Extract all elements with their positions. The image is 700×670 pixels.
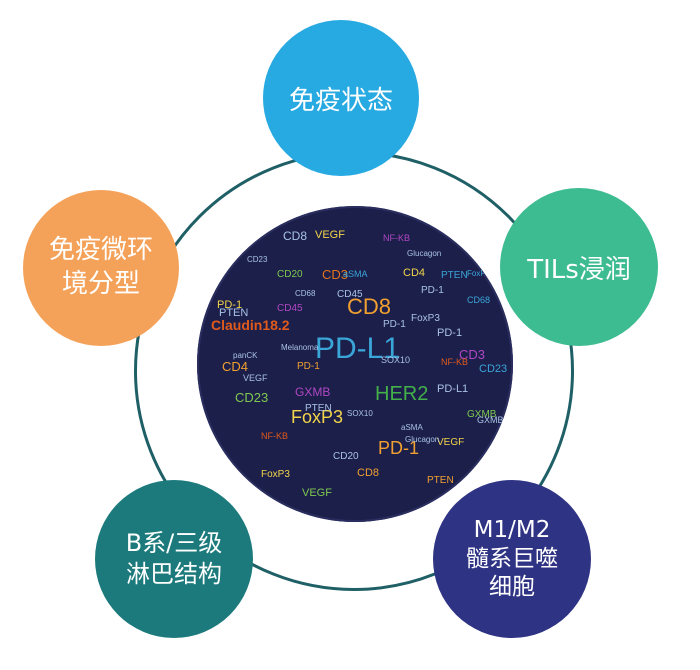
word-cloud-term: VEGF <box>302 487 332 499</box>
word-cloud-term: CD3 <box>322 267 349 282</box>
word-cloud-term: CD23 <box>247 255 268 264</box>
word-cloud-term: HER2 <box>375 383 429 405</box>
word-cloud-term: NF-KB <box>261 431 288 441</box>
word-cloud-term: FoxP3 <box>261 469 290 480</box>
word-cloud-term: aSMA <box>401 423 423 432</box>
word-cloud-term: FoxP3 <box>291 407 344 427</box>
word-cloud-term: PD-L1 <box>315 332 401 365</box>
node-b-cell-tls-label: B系/三级 淋巴结构 <box>125 528 223 588</box>
word-cloud-term: CD45 <box>277 303 303 314</box>
word-cloud-term: CD8 <box>283 229 308 243</box>
word-cloud-term: Claudin18.2 <box>211 317 290 333</box>
word-cloud-term: CD23 <box>235 390 269 405</box>
word-cloud-term: aSMA <box>343 269 368 279</box>
word-cloud-term: PTEN <box>305 403 332 414</box>
word-cloud-term: CD8 <box>347 294 392 319</box>
word-cloud-term: PTEN <box>219 307 249 319</box>
node-m1-m2-macrophages-label: M1/M2 髓系巨噬 细胞 <box>466 516 558 601</box>
word-cloud-term: PTEN <box>441 270 468 281</box>
word-cloud-term: GXMB <box>467 409 497 420</box>
node-tils-infiltration-label: TILs浸润 <box>527 254 631 285</box>
word-cloud-term: CD23 <box>479 363 508 375</box>
node-m1-m2-macrophages: M1/M2 髓系巨噬 细胞 <box>433 480 591 638</box>
word-cloud-term: CD4 <box>222 359 249 374</box>
word-cloud-term: CD20 <box>333 451 359 462</box>
word-cloud-term: VEGF <box>243 373 268 383</box>
node-microenvironment-typing-label: 免疫微环 境分型 <box>48 235 153 299</box>
node-immune-status: 免疫状态 <box>263 20 419 176</box>
word-cloud-term: Glucagon <box>407 249 442 258</box>
word-cloud-term: panCK <box>233 351 258 360</box>
word-cloud-term: PD-L1 <box>463 239 486 248</box>
node-immune-status-label: 免疫状态 <box>288 85 393 116</box>
word-cloud-term: PD-1 <box>378 438 420 458</box>
word-cloud-term: Glucagon <box>405 435 440 444</box>
word-cloud-term: GXMB <box>477 415 504 425</box>
word-cloud-term: PD-1 <box>437 327 463 339</box>
word-cloud-term: PTEN <box>427 475 454 486</box>
word-cloud-term: NF-KB <box>441 357 468 367</box>
word-cloud-term: CD3 <box>459 347 486 362</box>
word-cloud-term: PD-1 <box>217 299 243 311</box>
word-cloud-term: Melanoma <box>281 343 319 352</box>
word-cloud-term: CD68 <box>295 289 316 298</box>
node-tils-infiltration: TILs浸润 <box>500 188 658 346</box>
word-cloud-term: SOX10 <box>381 355 411 365</box>
word-cloud-term: CD8 <box>357 467 380 479</box>
word-cloud-term: GXMB <box>295 385 331 399</box>
word-cloud-term: VEGF <box>437 437 465 448</box>
word-cloud-term: FoxP3 <box>411 313 440 324</box>
word-cloud-term: CD20 <box>277 269 303 280</box>
word-cloud-term: CD4 <box>403 267 426 279</box>
word-cloud-term: CD68 <box>467 295 491 305</box>
word-cloud-term: NF-KB <box>383 233 410 243</box>
word-cloud-term: VEGF <box>315 229 345 241</box>
word-cloud-term: PD-1 <box>383 319 406 330</box>
node-microenvironment-typing: 免疫微环 境分型 <box>23 190 179 346</box>
word-cloud-term: FoxP3 <box>467 269 491 278</box>
word-cloud-term: SOX10 <box>347 409 373 418</box>
word-cloud-term: CD45 <box>337 289 363 300</box>
word-cloud-term: PD-1 <box>297 361 320 372</box>
word-cloud-term: PD-1 <box>421 285 444 296</box>
node-b-cell-tls: B系/三级 淋巴结构 <box>95 480 253 638</box>
word-cloud-term: PD-L1 <box>437 383 469 395</box>
